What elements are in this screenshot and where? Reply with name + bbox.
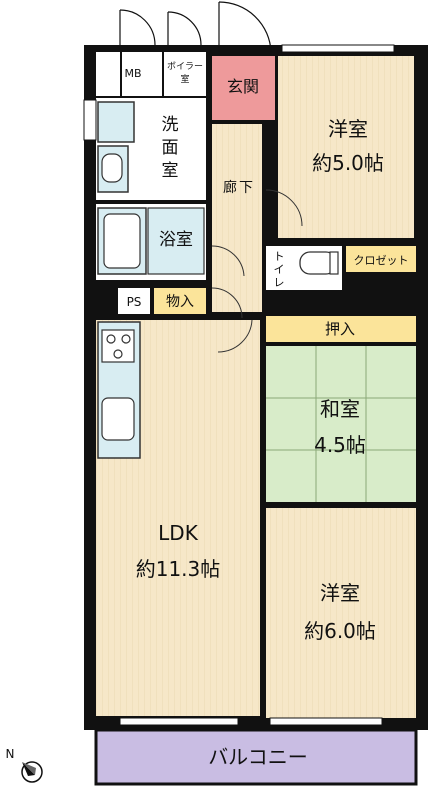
storage-floor	[154, 288, 206, 314]
compass-north-label: N	[6, 747, 15, 761]
toilet-label-1: ト	[274, 250, 285, 263]
compass-icon: N	[6, 747, 43, 783]
kitchen-sink-icon	[101, 397, 135, 441]
western-room-6-size: 約6.0帖	[304, 619, 376, 643]
ldk-name: LDK	[158, 521, 199, 545]
entrance-doors	[119, 1, 272, 53]
toilet-tank-icon	[329, 251, 339, 275]
hallway-label-1: 廊	[223, 179, 237, 196]
japanese-room-name: 和室	[320, 397, 360, 421]
closet-label: クロゼット	[354, 254, 409, 267]
mb-label: MB	[124, 67, 141, 80]
western-room-5-floor	[278, 56, 414, 238]
washroom-label-2: 面	[162, 138, 179, 158]
storage-label: 物入	[166, 294, 194, 310]
toilet-label-3: レ	[274, 276, 285, 289]
japanese-room-floor	[266, 346, 416, 502]
western-room-6-name: 洋室	[320, 581, 360, 605]
washroom-label-3: 室	[162, 161, 179, 181]
bath-wash-area	[147, 207, 205, 275]
windows	[83, 44, 395, 726]
mb-closet	[122, 52, 162, 96]
bath-label: 浴室	[159, 230, 193, 250]
tatami-lines	[266, 346, 416, 502]
toilet-label-2: イ	[274, 263, 285, 276]
washing-machine-pan	[97, 101, 135, 143]
balcony-label: バルコニー	[208, 745, 308, 769]
interior-door-swings	[211, 189, 303, 353]
genkan-label: 玄関	[227, 77, 259, 96]
bathtub-basin	[103, 213, 141, 269]
ps-label: PS	[127, 295, 142, 309]
boiler-label-2: 室	[180, 73, 189, 85]
balcony	[94, 728, 418, 786]
oshiire-floor	[266, 316, 416, 342]
western-room-6-floor	[266, 508, 416, 718]
washbasin-sink	[101, 153, 123, 183]
stove-icon	[101, 329, 135, 363]
mb-space	[96, 52, 120, 96]
hallway-label-2: 下	[239, 180, 253, 196]
western-room-5-size: 約5.0帖	[312, 151, 384, 175]
japanese-room-size: 4.5帖	[314, 433, 366, 457]
boiler-room	[164, 52, 206, 96]
washroom-label-1: 洗	[162, 115, 179, 135]
ps-space	[118, 288, 150, 314]
oshiire-label: 押入	[325, 320, 355, 338]
closet-floor	[346, 246, 416, 272]
hallway-floor	[212, 124, 262, 312]
boiler-label-1: ボイラー	[167, 61, 203, 72]
ldk-size: 約11.3帖	[136, 557, 221, 581]
genkan-floor	[211, 56, 275, 120]
interior-walls	[96, 52, 418, 716]
western-room-5-name: 洋室	[328, 117, 368, 141]
